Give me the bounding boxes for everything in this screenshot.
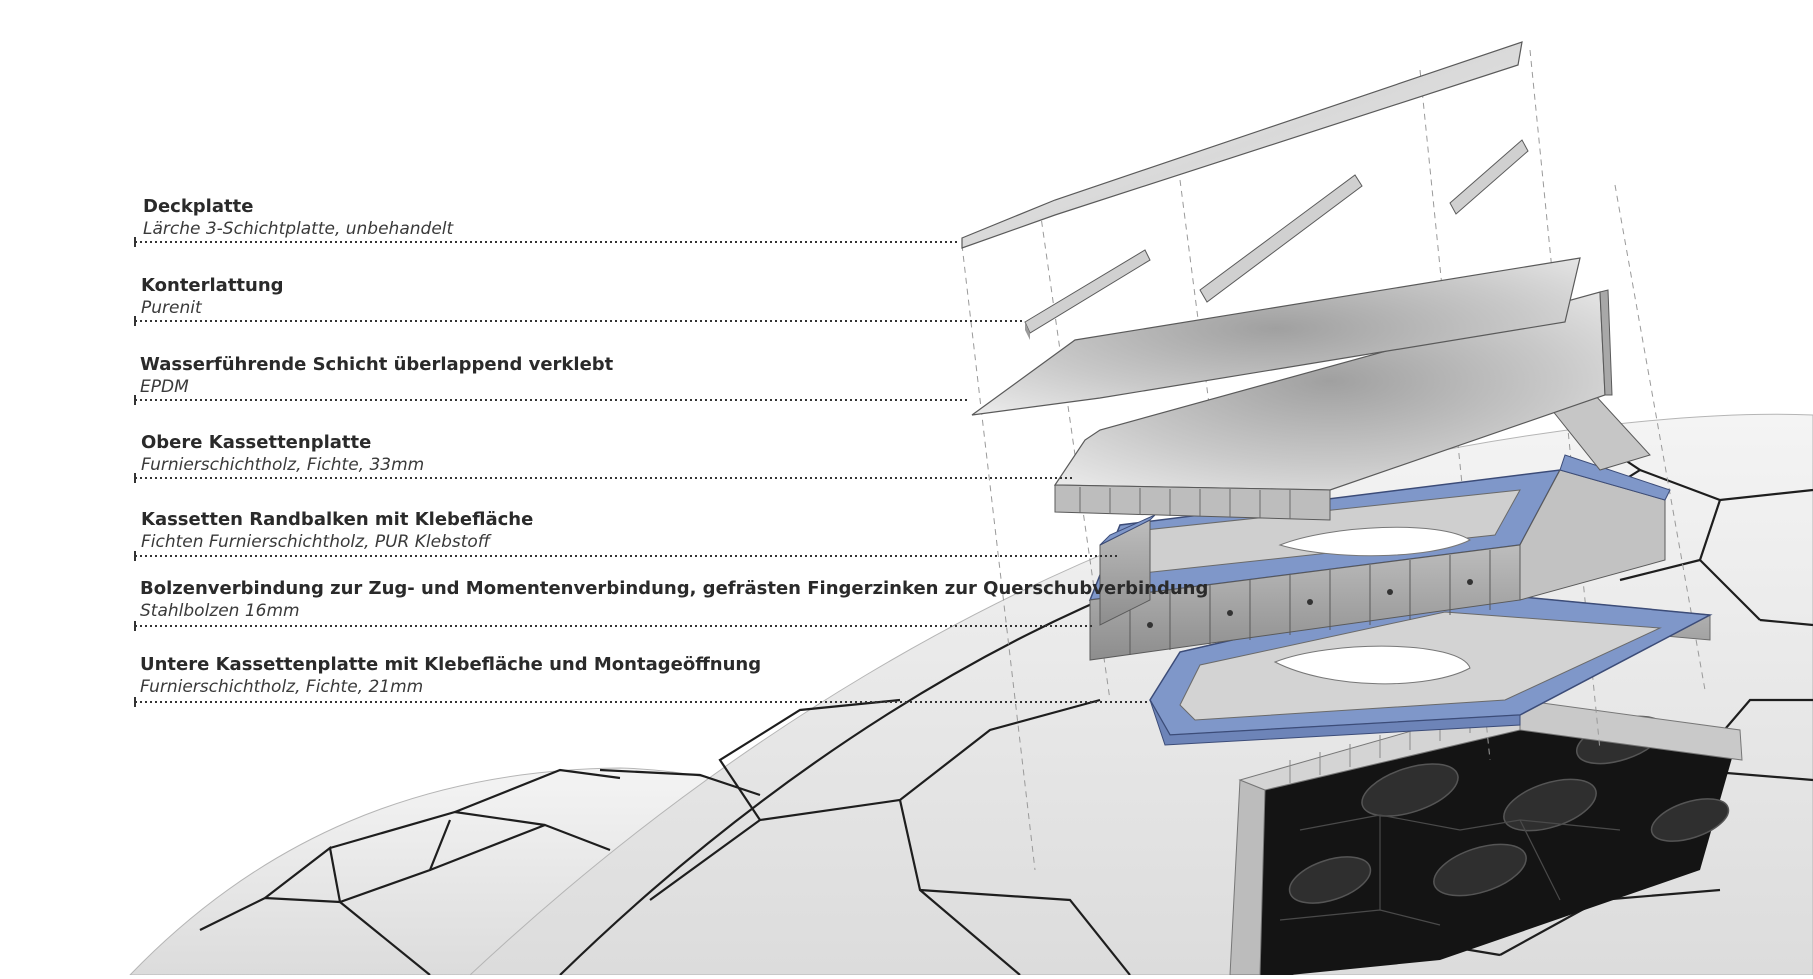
- cavity-grid: [1279, 814, 1621, 926]
- lower-cassette-plate: [1149, 589, 1713, 746]
- label-title: Untere Kassettenplatte mit Klebefläche u…: [140, 654, 762, 675]
- counter-battens: [1024, 139, 1529, 340]
- montage-opening: [1229, 699, 1743, 976]
- label-title: Wasserführende Schicht überlappend verkl…: [140, 354, 614, 375]
- label-material: EPDM: [140, 377, 189, 397]
- label-title: Deckplatte: [143, 196, 254, 217]
- leader-lines: [134, 237, 1150, 707]
- epdm-membrane: [971, 257, 1581, 416]
- label-title: Bolzenverbindung zur Zug- und Momentenve…: [140, 578, 1209, 599]
- edge-beams: [1088, 384, 1671, 661]
- label-untere-kassettenplatte: Untere Kassettenplatte mit Klebefläche u…: [140, 654, 761, 698]
- label-title: Kassetten Randbalken mit Klebefläche: [141, 509, 534, 530]
- label-material: Lärche 3-Schichtplatte, unbehandelt: [143, 219, 454, 239]
- label-obere-kassettenplatte: Obere Kassettenplatte Furnierschichtholz…: [141, 432, 424, 476]
- cover-plate: [961, 41, 1523, 249]
- label-wasserfuehrende-schicht: Wasserführende Schicht überlappend verkl…: [140, 354, 613, 398]
- label-konterlattung: Konterlattung Purenit: [141, 275, 284, 319]
- label-material: Furnierschichtholz, Fichte, 21mm: [140, 677, 424, 697]
- upper-cassette-plate: [1053, 289, 1613, 521]
- label-material: Furnierschichtholz, Fichte, 33mm: [141, 455, 425, 475]
- cavity: [1230, 700, 1740, 975]
- label-material: Purenit: [141, 298, 202, 318]
- label-deckplatte: Deckplatte Lärche 3-Schichtplatte, unbeh…: [143, 196, 453, 240]
- label-material: Fichten Furnierschichtholz, PUR Klebstof…: [141, 532, 491, 552]
- label-kassetten-randbalken: Kassetten Randbalken mit Klebefläche Fic…: [141, 509, 533, 553]
- label-title: Konterlattung: [141, 275, 284, 296]
- label-bolzenverbindung: Bolzenverbindung zur Zug- und Momentenve…: [140, 578, 1208, 622]
- label-material: Stahlbolzen 16mm: [140, 601, 300, 621]
- label-title: Obere Kassettenplatte: [141, 432, 372, 453]
